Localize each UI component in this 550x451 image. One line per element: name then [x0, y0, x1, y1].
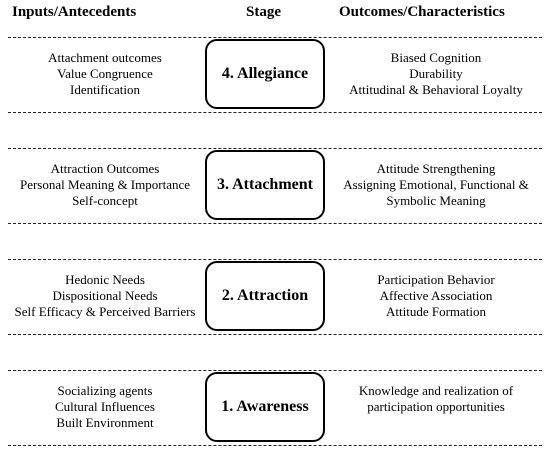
- awareness-outcome-2: participation opportunities: [367, 399, 505, 414]
- stage-label-allegiance: 4. Allegiance: [221, 65, 309, 82]
- attraction-outcomes: Participation Behavior Affective Associa…: [332, 272, 540, 320]
- attraction-input-2: Dispositional Needs: [52, 288, 158, 303]
- attachment-outcomes: Attitude Strengthening Assigning Emotion…: [332, 161, 540, 209]
- allegiance-outcome-3: Attitudinal & Behavioral Loyalty: [349, 82, 523, 97]
- attachment-input-3: Self-concept: [72, 193, 138, 208]
- awareness-input-1: Socializing agents: [57, 383, 153, 398]
- allegiance-input-1: Attachment outcomes: [48, 50, 162, 65]
- attachment-input-2: Personal Meaning & Importance: [19, 177, 191, 192]
- attraction-outcome-2: Affective Association: [379, 288, 493, 303]
- stage-band-awareness: [8, 370, 542, 446]
- stage-label-attachment: 3. Attachment: [217, 176, 313, 193]
- stage-box-awareness: 1. Awareness: [205, 372, 325, 442]
- attachment-outcome-1: Attitude Strengthening: [376, 161, 496, 176]
- allegiance-outcome-2: Durability: [409, 66, 463, 81]
- stage-box-attachment: 3. Attachment: [205, 150, 325, 220]
- attraction-outcome-1: Participation Behavior: [377, 272, 495, 287]
- attachment-outcome-3: Symbolic Meaning: [386, 193, 486, 208]
- attraction-input-3: Self Efficacy & Perceived Barriers: [14, 304, 196, 319]
- attraction-input-1: Hedonic Needs: [65, 272, 145, 287]
- stage-band-attachment: [8, 148, 542, 224]
- allegiance-input-3: Identification: [69, 82, 141, 97]
- stage-box-allegiance: 4. Allegiance: [205, 39, 325, 109]
- allegiance-outcomes: Biased Cognition Durability Attitudinal …: [332, 50, 540, 98]
- attachment-input-1: Attraction Outcomes: [50, 161, 160, 176]
- allegiance-outcome-1: Biased Cognition: [390, 50, 482, 65]
- stage-box-attraction: 2. Attraction: [205, 261, 325, 331]
- attachment-inputs: Attraction Outcomes Personal Meaning & I…: [0, 161, 210, 209]
- awareness-outcome-1: Knowledge and realization of: [358, 383, 514, 398]
- awareness-outcomes: Knowledge and realization of participati…: [332, 383, 540, 415]
- awareness-input-3: Built Environment: [56, 415, 154, 430]
- stage-label-awareness: 1. Awareness: [221, 398, 309, 415]
- attraction-outcome-3: Attitude Formation: [385, 304, 487, 319]
- awareness-input-2: Cultural Influences: [55, 399, 155, 414]
- allegiance-inputs: Attachment outcomes Value Congruence Ide…: [0, 50, 210, 98]
- stage-band-allegiance: [8, 37, 542, 113]
- allegiance-input-2: Value Congruence: [57, 66, 153, 81]
- inputs-column-header: Inputs/Antecedents: [12, 4, 137, 20]
- stage-label-attraction: 2. Attraction: [221, 287, 309, 304]
- stage-band-attraction: [8, 259, 542, 335]
- awareness-inputs: Socializing agents Cultural Influences B…: [0, 383, 210, 431]
- stage-column-header: Stage: [246, 4, 281, 20]
- attachment-outcome-2: Assigning Emotional, Functional &: [343, 177, 529, 192]
- outcomes-column-header: Outcomes/Characteristics: [339, 4, 505, 20]
- attraction-inputs: Hedonic Needs Dispositional Needs Self E…: [0, 272, 210, 320]
